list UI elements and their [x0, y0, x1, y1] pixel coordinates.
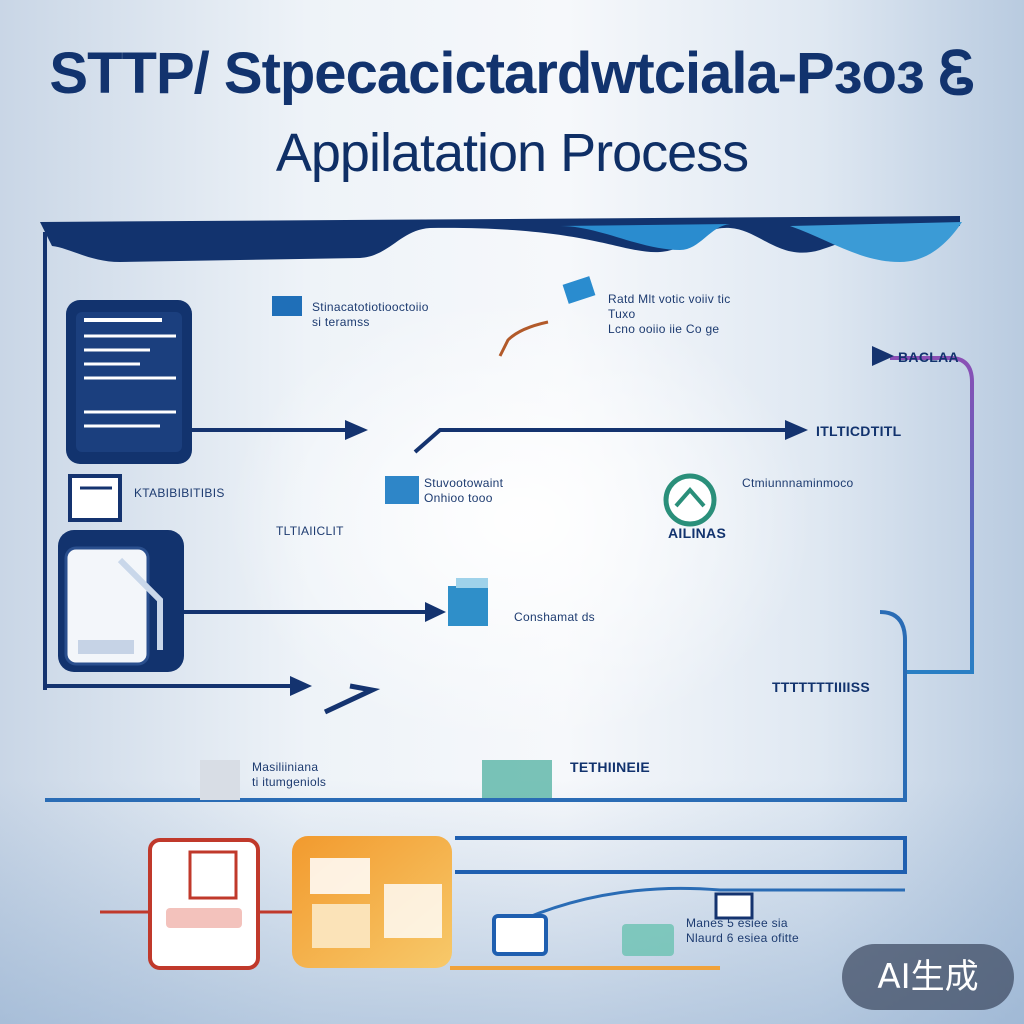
machine-slot	[78, 640, 134, 654]
page-title-line2: Appilatation Process	[275, 123, 749, 183]
red-doc-bar	[166, 908, 242, 928]
label-row3-left: TLTIAIICLIT	[276, 524, 344, 538]
form-panel-inner	[76, 312, 182, 452]
orange-box-card-a	[310, 858, 370, 894]
bottom-frame	[455, 836, 907, 874]
banner-wave-accent	[560, 224, 730, 250]
document-icon	[68, 474, 122, 522]
machine-body	[64, 546, 150, 666]
teal-logo-icon	[663, 473, 717, 527]
teal-logo-mark	[674, 486, 706, 508]
row1-arrow	[872, 346, 894, 366]
label-mid-left: KTABIBIBITIBIS	[134, 486, 225, 500]
label-end-row1: BACLAA	[898, 349, 959, 365]
box-icon	[385, 476, 419, 504]
row2-arrow-a	[345, 420, 368, 440]
label-row5-right: TTTTTTTIIIISS	[772, 679, 870, 695]
red-doc-inner	[188, 850, 238, 900]
blue-terminal-icon	[492, 914, 548, 956]
row5-arrow-a	[290, 676, 312, 696]
gray-doc-icon	[200, 760, 240, 800]
right-connector-upper	[890, 356, 974, 674]
page-title-line1: STTP/ Stpecacictardwtcialа-Pᴈoᴈ Ꮛ	[49, 41, 975, 106]
top-banner	[40, 216, 960, 262]
label-center: Conshamat ds	[514, 610, 595, 624]
label-lower-center: TETHIINEIE	[570, 759, 651, 775]
right-connector-lower	[45, 610, 907, 802]
label-mid-right: Ctmiunnnaminmoco	[742, 476, 854, 490]
row2-branch	[413, 428, 800, 454]
row1-branch	[498, 320, 549, 357]
orange-box-card-b	[384, 884, 442, 938]
label-end-row2: ITLTICDTITL	[816, 423, 902, 439]
row2-arrow-b	[785, 420, 808, 440]
orange-box-card-c	[312, 904, 370, 948]
machine-arm	[117, 557, 163, 650]
row5-zigzag	[323, 683, 381, 715]
laptop-icon	[562, 276, 596, 304]
ai-generated-badge: AI生成	[842, 944, 1014, 1010]
checklist-icon	[714, 892, 754, 920]
cube-icon-top	[456, 578, 488, 588]
banner-wave-right	[790, 222, 962, 262]
folder-icon	[272, 296, 302, 316]
row4-arrow	[425, 602, 446, 622]
cube-icon	[448, 586, 488, 626]
green-card-icon	[482, 760, 552, 798]
teal-tablet-icon	[622, 924, 674, 956]
label-logo-caption: AILINAS	[668, 525, 727, 541]
